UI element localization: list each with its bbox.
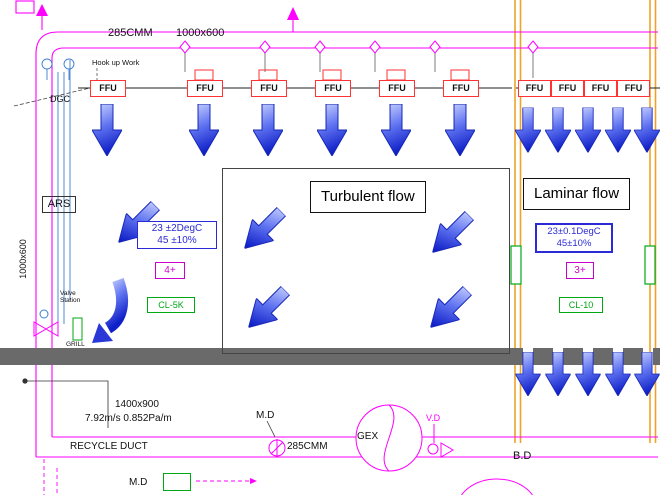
- dgc-leader: [13, 87, 91, 107]
- laminar-flow-title: Laminar flow: [523, 178, 631, 210]
- ffu-box: FFU: [187, 80, 223, 97]
- airflow-down-arrow: [381, 104, 411, 156]
- valve-station-label: Valve Station: [60, 290, 81, 304]
- return-flow-curved-arrow: [92, 277, 129, 343]
- dgc-label: DGC: [50, 94, 70, 104]
- cleanliness-tag: CL-5K: [147, 297, 195, 313]
- occupancy-tag: 4+: [155, 262, 185, 279]
- wall-filter-boxes: [510, 245, 656, 285]
- turbulent-room-outline: [222, 168, 510, 354]
- riser-duct-size-label: 1000x600: [18, 239, 28, 279]
- airspeed-label: 7.92m/s 0.852Pa/m: [85, 413, 172, 424]
- underfloor-leader: [22, 378, 276, 438]
- ars-label: ARS: [42, 196, 76, 213]
- grill-box: [72, 317, 83, 341]
- laminar-down-arrow: [575, 103, 601, 157]
- airflow-down-arrow: [92, 104, 122, 156]
- grill-label: GRILL: [66, 341, 85, 348]
- airflow-down-arrow: [253, 104, 283, 156]
- raised-floor: [0, 348, 660, 365]
- valve-actuator-icon: [39, 309, 49, 319]
- underfloor-down-arrow: [545, 352, 571, 396]
- airflow-down-arrow: [189, 104, 219, 156]
- laminar-room-walls: [514, 0, 657, 443]
- turbulent-flow-title: Turbulent flow: [310, 181, 426, 213]
- hookup-work-label: Hook up Work: [92, 58, 140, 67]
- dashed-duct-arrow-icon: [250, 478, 257, 484]
- laminar-down-arrow: [545, 103, 571, 157]
- underfloor-down-arrow: [634, 352, 660, 396]
- ffu-box: FFU: [551, 80, 584, 97]
- riser-up-arrow-icon: [287, 7, 299, 20]
- gex-fan-icon: [355, 404, 423, 472]
- md-damper-label: M.D: [256, 410, 275, 421]
- humidity-spec: 45 ±10%: [157, 235, 197, 246]
- turbulent-env-box: 23 ±2DegC 45 ±10%: [137, 221, 217, 249]
- temp-spec: 23±0.1DegC: [547, 226, 601, 237]
- gex-fan-label: GEX: [357, 431, 379, 442]
- ffu-box: FFU: [518, 80, 551, 97]
- ffu-box: FFU: [443, 80, 479, 97]
- laminar-down-arrow: [634, 103, 660, 157]
- underfloor-down-arrow: [575, 352, 601, 396]
- temp-spec: 23 ±2DegC: [151, 223, 203, 234]
- duct-lines: [15, 0, 658, 458]
- supply-flow-label: 285CMM: [108, 27, 153, 39]
- recycle-duct-label: RECYCLE DUCT: [70, 441, 148, 452]
- airflow-down-arrow: [317, 104, 347, 156]
- airflow-down-arrow: [445, 104, 475, 156]
- vd-damper-label: V.D: [426, 413, 441, 423]
- ffu-box: FFU: [90, 80, 126, 97]
- cleanliness-tag: CL-10: [559, 297, 603, 313]
- occupancy-tag: 3+: [566, 262, 594, 279]
- laminar-down-arrow: [515, 103, 541, 157]
- underfloor-down-arrow: [605, 352, 631, 396]
- bottom-green-box: [163, 473, 191, 491]
- valve-symbols: [33, 321, 59, 337]
- ffu-connector-boxes: [194, 69, 470, 81]
- supply-duct-size-label: 1000x600: [176, 27, 225, 39]
- ffu-box: FFU: [584, 80, 617, 97]
- underfloor-down-arrow: [515, 352, 541, 396]
- riser-up-arrow-icon: [36, 4, 48, 16]
- hanger-stems: [184, 53, 534, 78]
- duct-hanger-diamonds: [179, 40, 539, 54]
- bottom-fan-icon: [461, 478, 533, 495]
- ffu-box: FFU: [379, 80, 415, 97]
- ffu-box: FFU: [251, 80, 287, 97]
- ffu-box: FFU: [617, 80, 650, 97]
- volume-damper-icon: [427, 424, 454, 458]
- motor-damper-icon: [268, 439, 286, 457]
- recycle-flow-label: 285CMM: [287, 441, 328, 452]
- dashed-duct-lines: [43, 459, 250, 495]
- control-wiring: [41, 58, 75, 324]
- laminar-down-arrow: [605, 103, 631, 157]
- bottom-md-label: M.D: [129, 477, 148, 488]
- laminar-env-box: 23±0.1DegC 45±10%: [535, 223, 613, 253]
- underfloor-duct-size-label: 1400x900: [115, 399, 159, 410]
- bd-damper-label: B.D: [513, 450, 532, 462]
- humidity-spec: 45±10%: [556, 238, 592, 249]
- ffu-box: FFU: [315, 80, 351, 97]
